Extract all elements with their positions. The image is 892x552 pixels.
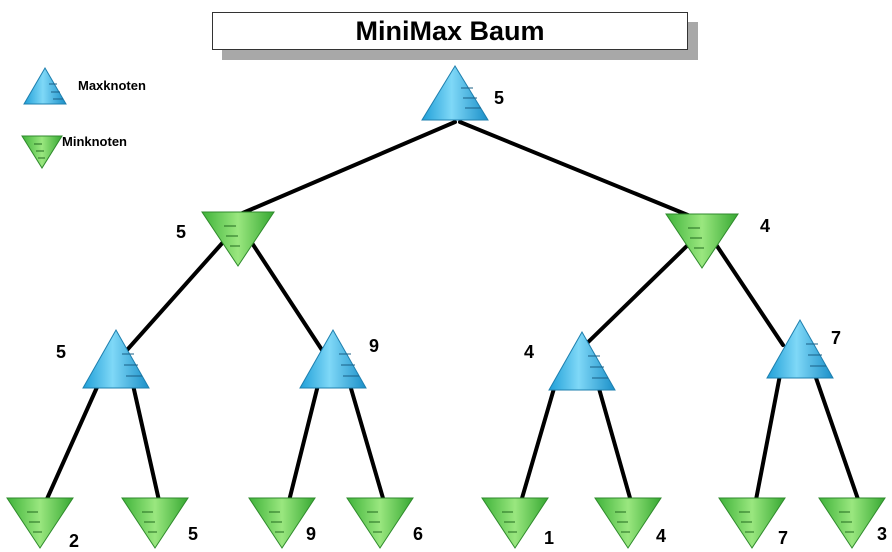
value-rr: 7 xyxy=(831,328,842,348)
edge-rl-leaf5 xyxy=(518,383,557,507)
min-node-legend-icon xyxy=(21,135,63,169)
min-node-l xyxy=(201,211,275,267)
min-node-r xyxy=(665,213,739,269)
diagram-title: MiniMax Baum xyxy=(355,15,545,46)
legend-min-label: Minknoten xyxy=(62,134,127,149)
min-node-leaf2 xyxy=(121,497,189,549)
edge-root-r xyxy=(458,120,702,222)
tree-edges xyxy=(40,120,862,512)
value-lr: 9 xyxy=(369,336,380,356)
max-node-legend-icon xyxy=(23,67,67,105)
value-leaf6: 4 xyxy=(656,526,667,546)
edge-r-rl xyxy=(578,238,695,352)
value-leaf5: 1 xyxy=(544,528,555,548)
min-node-leaf1 xyxy=(6,497,74,549)
edge-ll-leaf1 xyxy=(40,383,100,512)
edge-rr-leaf8 xyxy=(813,373,862,507)
edge-lr-leaf4 xyxy=(348,383,387,507)
min-node-leaf7 xyxy=(718,497,786,549)
value-leaf7: 7 xyxy=(778,528,789,548)
value-root: 5 xyxy=(494,88,505,108)
max-node-ll xyxy=(82,328,150,389)
min-node-leaf4 xyxy=(346,497,414,549)
max-node-root xyxy=(421,65,489,121)
min-node-leaf3 xyxy=(248,497,316,549)
value-leaf1: 2 xyxy=(69,531,80,551)
min-node-leaf5 xyxy=(481,497,549,549)
min-node-leaf8 xyxy=(818,497,886,549)
value-r: 4 xyxy=(760,216,771,236)
title-box: MiniMax Baum xyxy=(212,12,688,50)
edge-rr-leaf7 xyxy=(753,373,782,507)
value-rl: 4 xyxy=(524,342,535,362)
min-node-leaf6 xyxy=(594,497,662,549)
edge-l-ll xyxy=(125,238,227,352)
edge-root-l xyxy=(236,120,457,217)
edge-ll-leaf2 xyxy=(131,383,162,507)
value-leaf8: 3 xyxy=(877,524,888,544)
edge-r-rr xyxy=(711,238,785,347)
max-node-lr xyxy=(299,328,367,389)
value-l: 5 xyxy=(176,222,187,242)
legend-max-label: Maxknoten xyxy=(78,78,146,93)
edge-rl-leaf6 xyxy=(596,383,634,507)
edge-l-lr xyxy=(248,238,324,352)
value-leaf3: 9 xyxy=(306,524,317,544)
value-leaf2: 5 xyxy=(188,524,199,544)
edge-lr-leaf3 xyxy=(286,383,320,507)
value-ll: 5 xyxy=(56,342,67,362)
value-leaf4: 6 xyxy=(413,524,424,544)
max-node-rl xyxy=(548,330,616,391)
max-node-rr xyxy=(766,318,834,379)
